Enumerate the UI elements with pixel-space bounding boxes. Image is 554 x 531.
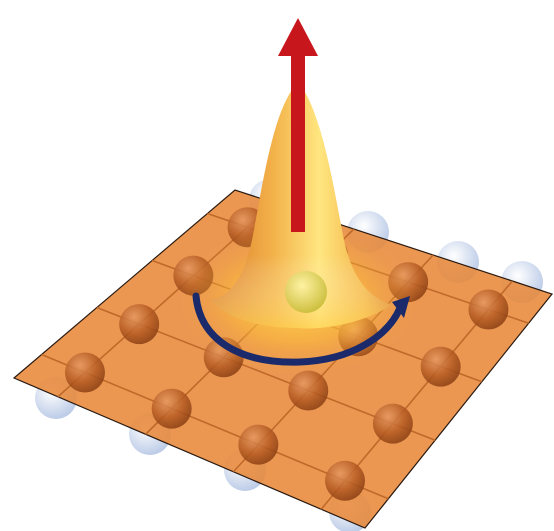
arrow-up-icon [278, 18, 318, 232]
center-atom [285, 271, 327, 313]
lattice-atom [372, 403, 413, 444]
curved-arrow-icon [192, 292, 410, 366]
lattice-atom [420, 346, 461, 387]
arrows [192, 18, 410, 366]
lattice-atom [238, 424, 279, 465]
lattice-atom [288, 370, 329, 411]
lattice-atom [468, 289, 509, 330]
lattice-atom [151, 388, 192, 429]
lattice-atom [325, 460, 366, 501]
lattice-atom [119, 304, 160, 345]
lattice-atom [64, 352, 105, 393]
